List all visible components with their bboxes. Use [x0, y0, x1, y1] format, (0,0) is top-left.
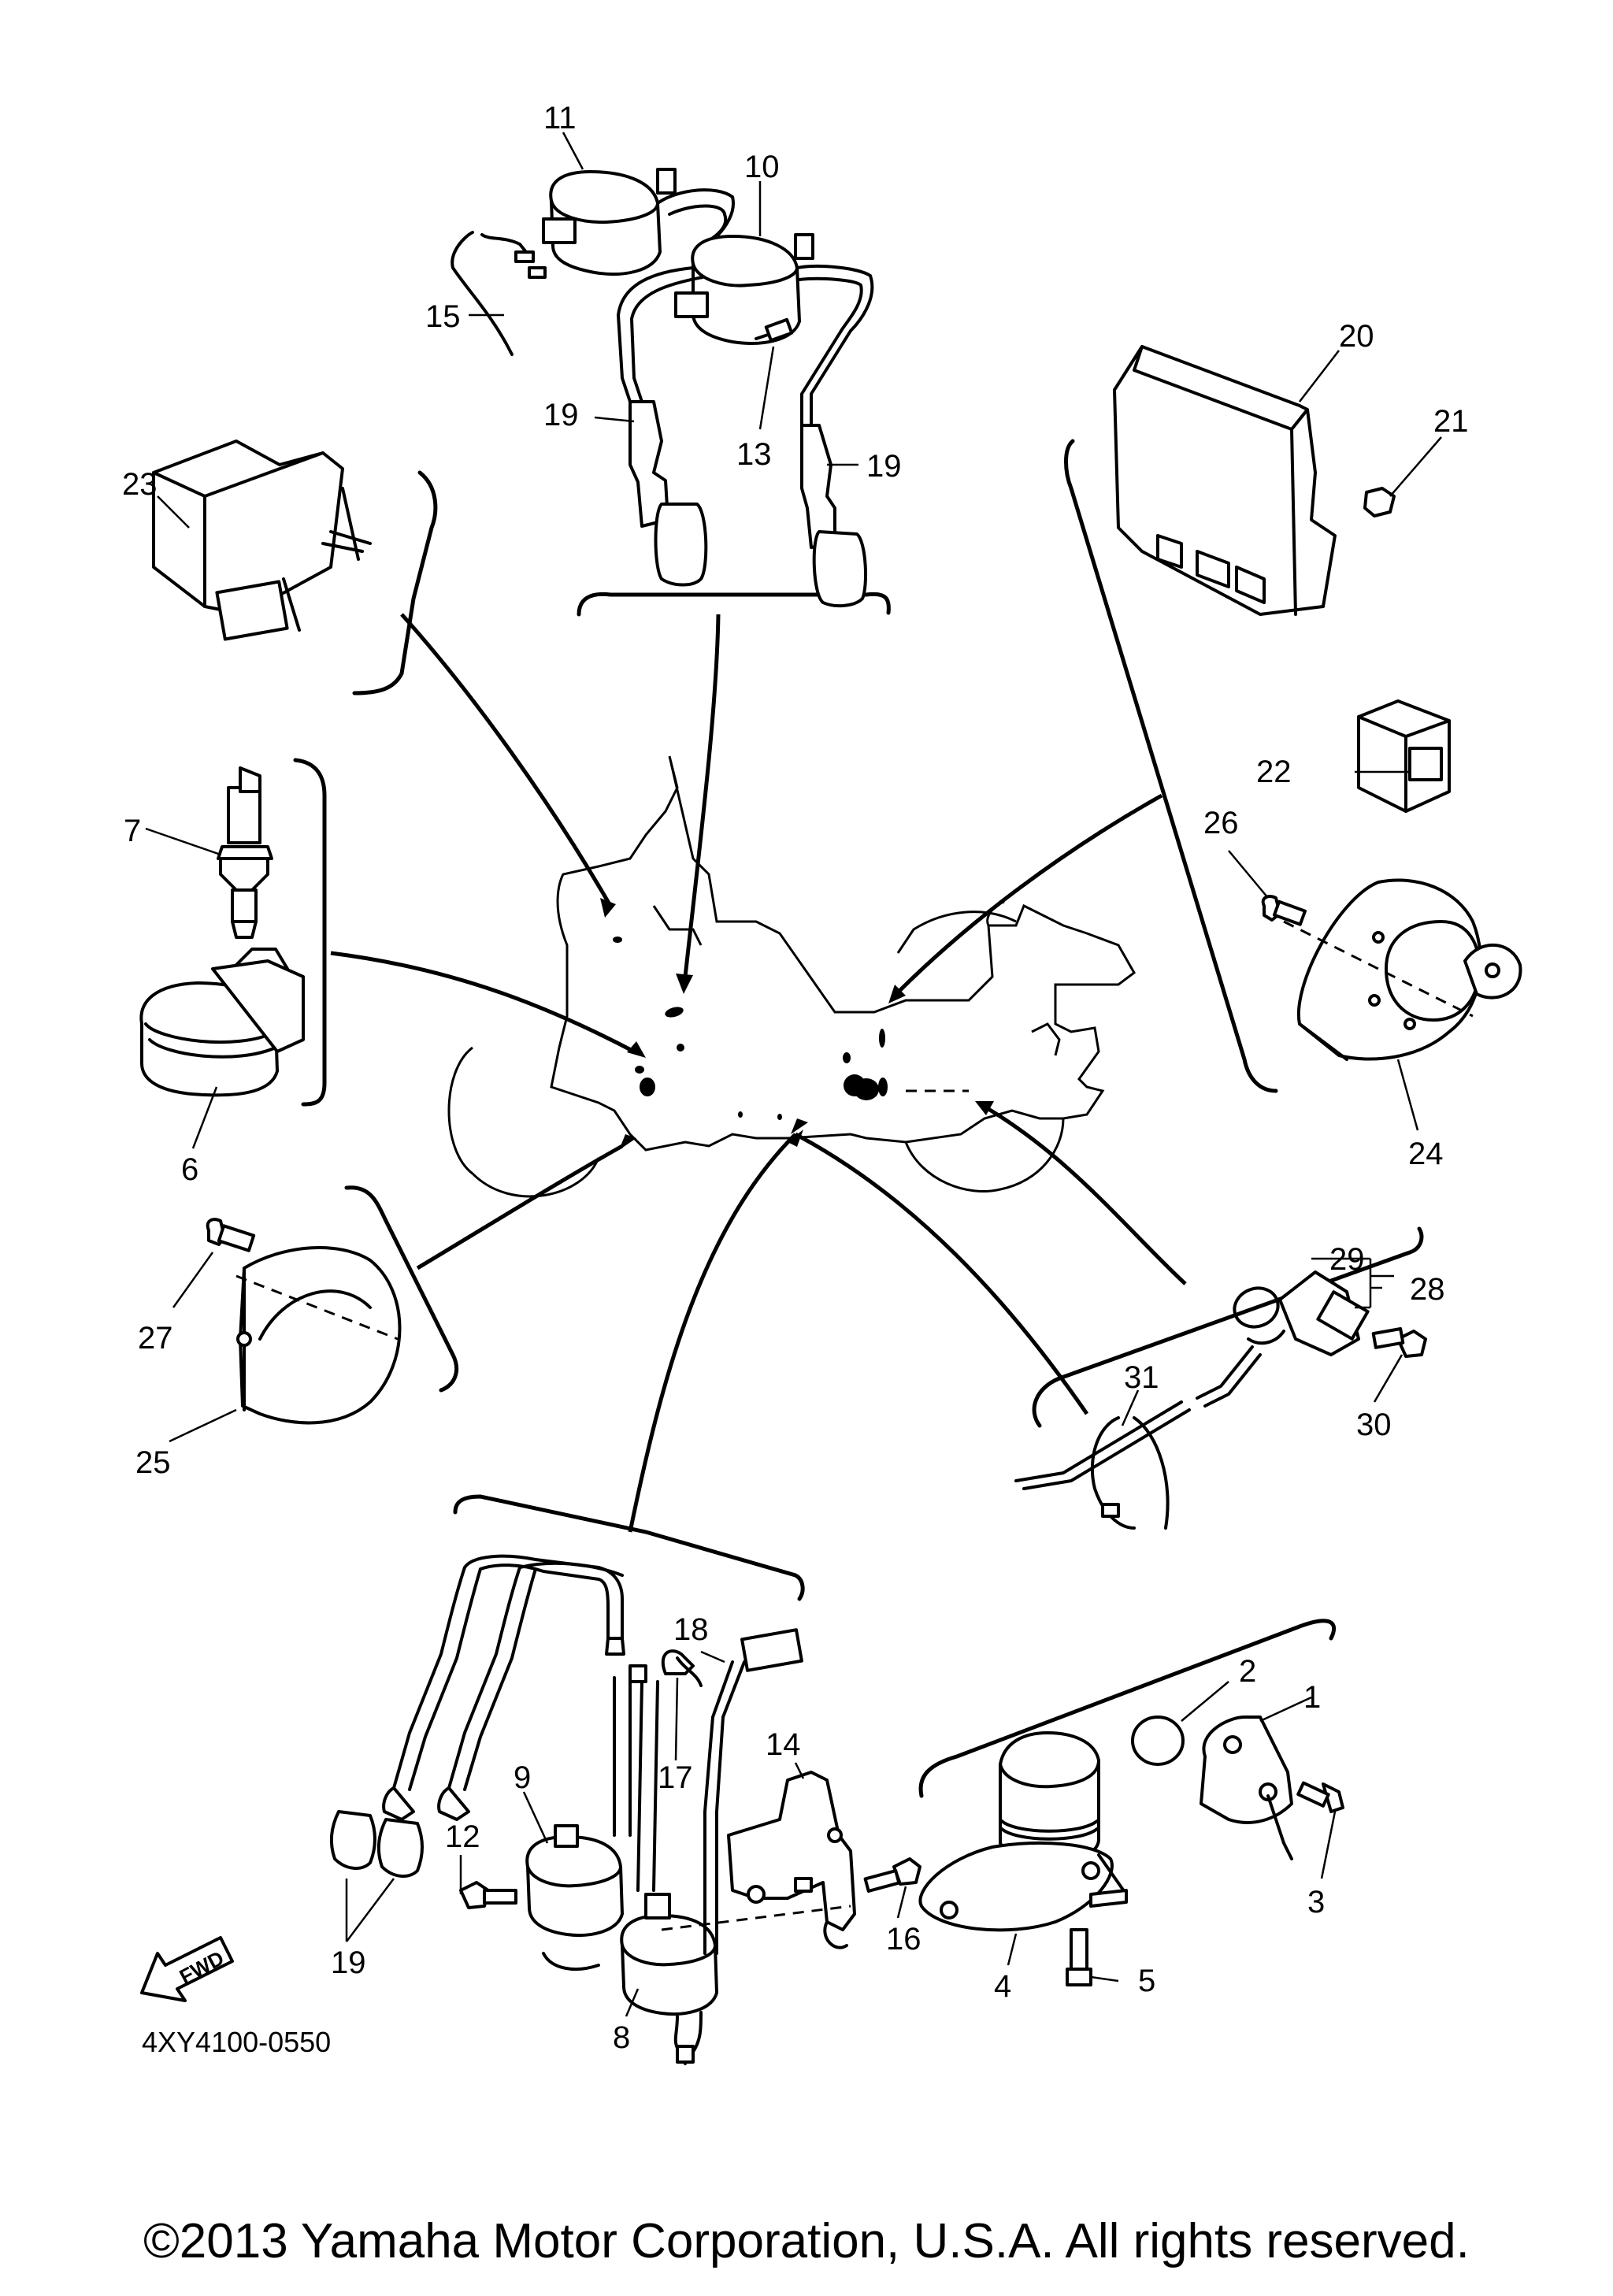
callout-24: 24 [1408, 1137, 1444, 1171]
ignition-coil-bottom-assembly [329, 1554, 921, 2065]
callout-30: 30 [1356, 1408, 1392, 1442]
callout-7: 7 [124, 814, 141, 848]
callout-22: 22 [1256, 755, 1292, 789]
callout-20: 20 [1339, 319, 1374, 354]
callout-17: 17 [658, 1760, 693, 1795]
ecu-part-20 [1113, 345, 1396, 616]
callout-25: 25 [135, 1445, 171, 1480]
callout-6: 6 [181, 1152, 198, 1187]
forward-direction-arrow-icon: FWD [140, 1936, 234, 2002]
callout-18: 18 [673, 1612, 709, 1647]
callout-5: 5 [1138, 1964, 1155, 1998]
drawing-code: 4XY4100-0550 [142, 2026, 331, 2058]
horn-part-24 [1261, 878, 1522, 1061]
callout-26: 26 [1203, 806, 1239, 840]
horn-part-25 [206, 1218, 402, 1425]
callout-27: 27 [138, 1321, 173, 1356]
relay-part-22 [1357, 699, 1451, 813]
copyright-notice: ©2013 Yamaha Motor Corporation, U.S.A. A… [143, 2214, 1470, 2268]
group-brackets [293, 439, 1424, 1798]
callout-leader-lines [145, 132, 1442, 2017]
callout-12: 12 [445, 1819, 480, 1854]
callout-28: 28 [1410, 1272, 1445, 1307]
callout-numbers: 11 10 15 19 13 19 20 21 23 22 26 7 6 24 … [122, 101, 1469, 2058]
callout-1: 1 [1303, 1680, 1321, 1715]
callout-11: 11 [543, 101, 577, 135]
callout-29: 29 [1329, 1242, 1365, 1277]
callout-19-top-left: 19 [543, 398, 579, 432]
callout-8: 8 [613, 2020, 630, 2055]
relay-part-23 [152, 440, 372, 641]
callout-16: 16 [886, 1922, 921, 1957]
motor-assembly-part-4 [918, 1716, 1344, 1986]
callout-9: 9 [514, 1760, 531, 1795]
callout-15: 15 [425, 299, 461, 334]
ignition-coil-top-assembly [451, 168, 874, 608]
callout-10: 10 [744, 150, 780, 184]
callout-4: 4 [994, 1969, 1011, 2004]
assembly-leader-curves [330, 613, 1187, 1533]
motorcycle-outline [447, 755, 1136, 1198]
sensor-assembly-part-28 [1014, 1270, 1427, 1530]
callout-19-bottom: 19 [331, 1945, 366, 1980]
switches-part-7-6 [139, 766, 305, 1097]
callout-3: 3 [1307, 1885, 1325, 1920]
callout-23: 23 [122, 467, 158, 502]
callout-13: 13 [736, 437, 772, 472]
callout-2: 2 [1239, 1654, 1256, 1689]
callout-14: 14 [766, 1727, 801, 1762]
callout-21: 21 [1433, 404, 1469, 439]
callout-19-top-right: 19 [866, 449, 902, 484]
callout-31: 31 [1124, 1360, 1159, 1395]
